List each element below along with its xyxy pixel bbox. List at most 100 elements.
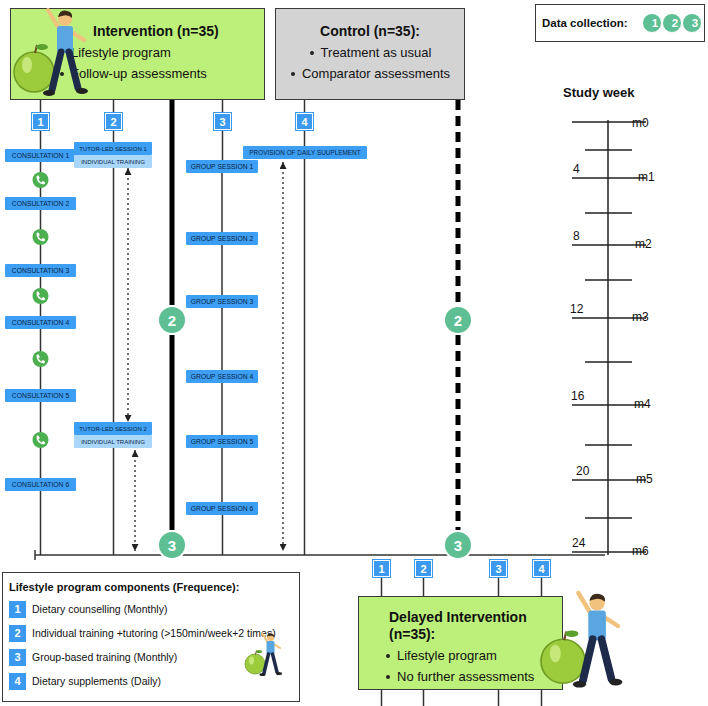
connector	[304, 130, 306, 146]
node-text: CONSULTATION 5	[12, 392, 69, 399]
component-number: 1	[32, 113, 49, 130]
axis-label: 20	[576, 464, 589, 478]
connector	[304, 100, 306, 113]
bullet-text: Lifestyle program	[59, 45, 258, 61]
axis-tick	[585, 444, 632, 445]
connector	[221, 308, 223, 370]
connector	[40, 130, 42, 149]
legend-item: 2Individual training +tutoring (>150min/…	[9, 625, 293, 642]
phone-icon	[33, 172, 49, 188]
component-number: 1	[373, 560, 390, 577]
axis-label: m5	[636, 472, 653, 486]
column-line	[113, 168, 115, 555]
legend-text: Individual training +tutoring (>150min/w…	[32, 627, 276, 640]
dotted-arrow	[134, 450, 135, 551]
phone-icon	[33, 432, 49, 448]
axis-title: Study week	[563, 86, 635, 100]
axis-label: m3	[632, 310, 649, 324]
swatch-number: 1	[14, 603, 20, 616]
axis-tick	[572, 177, 646, 178]
connector	[221, 383, 223, 435]
training-tag: INDIVIDUAL TRAINING	[74, 435, 152, 448]
timepoint-circle: 3	[682, 13, 702, 33]
legend-item: 3Group-based training (Monthly)	[9, 649, 293, 666]
phone-icon	[33, 229, 49, 245]
legend-swatch: 4	[9, 673, 26, 690]
timepoint-circle: 3	[443, 530, 473, 560]
connector	[498, 577, 500, 596]
node-text: 2	[666, 5, 678, 41]
key-box: Data collection:123	[535, 4, 705, 42]
component-number: 4	[533, 560, 550, 577]
column-line	[40, 491, 42, 555]
timepoint-circle: 2	[157, 305, 187, 335]
column-line	[381, 690, 383, 706]
node-text: 4	[538, 563, 544, 575]
axis-label: 24	[572, 536, 585, 550]
session-tag: TUTOR-LED SESSION 2	[74, 422, 152, 435]
node-text: GROUP SESSION 4	[191, 373, 254, 380]
node-text: GROUP SESSION 1	[191, 163, 254, 170]
axis-label: 12	[570, 302, 583, 316]
connector	[113, 130, 115, 142]
legend-text: Dietary counselling (Monthly)	[32, 603, 167, 616]
node-text: TUTOR-LED SESSION 2	[79, 426, 147, 432]
node-text: GROUP SESSION 6	[191, 505, 254, 512]
connector	[170, 100, 175, 305]
legend-text: Dietary supplements (Daily)	[32, 675, 161, 688]
session-tag: CONSULTATION 3	[5, 264, 76, 277]
session-tag: GROUP SESSION 2	[186, 232, 258, 245]
node-text: 3	[495, 563, 501, 575]
node-text: 1	[378, 563, 384, 575]
node-text: 3	[454, 537, 462, 554]
person-apple-illustration	[245, 633, 282, 676]
session-tag: TUTOR-LED SESSION 1	[74, 142, 152, 155]
arm-box: Intervention (n=35)Lifestyle programFoll…	[10, 8, 265, 100]
legend-swatch: 1	[9, 601, 26, 618]
node-text: GROUP SESSION 5	[191, 438, 254, 445]
phone-icon	[33, 351, 49, 367]
component-number: 3	[490, 560, 507, 577]
session-tag: CONSULTATION 5	[5, 389, 76, 402]
node-text: 1	[646, 5, 658, 41]
connector	[170, 335, 175, 530]
node-text: GROUP SESSION 2	[191, 235, 254, 242]
axis-tick	[572, 479, 646, 480]
connector	[423, 577, 425, 596]
connector	[221, 173, 223, 232]
legend-box: Lifestyle program components (Frequence)…	[2, 572, 300, 702]
legend-item: 4 Dietary supplements (Daily)	[9, 673, 293, 690]
connector	[113, 100, 115, 113]
connector	[40, 329, 42, 389]
session-tag: CONSULTATION 4	[5, 316, 76, 329]
node-text: GROUP SESSION 3	[191, 298, 254, 305]
axis-label: m6	[632, 544, 649, 558]
session-tag: GROUP SESSION 4	[186, 370, 258, 383]
baseline-tick	[34, 550, 36, 560]
session-tag: GROUP SESSION 1	[186, 160, 258, 173]
connector	[222, 100, 224, 113]
training-tag: INDIVIDUAL TRAINING	[74, 155, 152, 168]
bullet-text: Treatment as usual	[309, 45, 432, 61]
axis-label: m2	[635, 237, 652, 251]
axis-label: 16	[571, 389, 584, 403]
connector	[541, 577, 543, 596]
connector	[456, 335, 461, 530]
column-line	[541, 690, 543, 706]
timepoint-circle: 1	[642, 13, 662, 33]
session-tag: CONSULTATION 1	[5, 149, 76, 162]
node-text: CONSULTATION 2	[12, 200, 69, 207]
node-text: 2	[168, 312, 176, 329]
node-text: CONSULTATION 4	[12, 319, 69, 326]
axis-tick	[585, 149, 632, 150]
timepoint-circle: 2	[662, 13, 682, 33]
component-number: 2	[415, 560, 432, 577]
connector	[40, 402, 42, 478]
node-text: 2	[420, 563, 426, 575]
column-line	[423, 690, 425, 706]
axis-label: m0	[632, 116, 649, 130]
connector	[381, 577, 383, 596]
session-tag: GROUP SESSION 3	[186, 295, 258, 308]
node-text: CONSULTATION 6	[12, 481, 69, 488]
